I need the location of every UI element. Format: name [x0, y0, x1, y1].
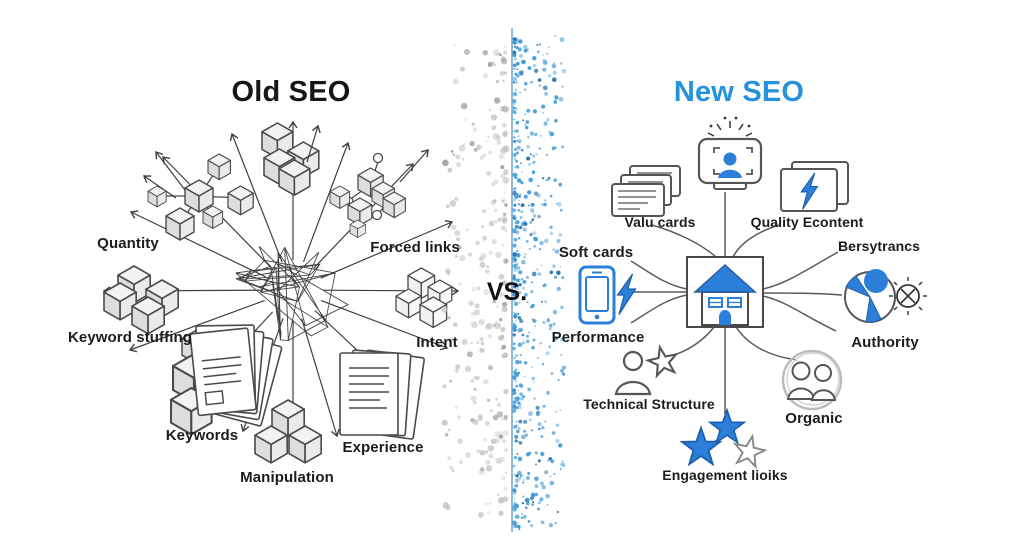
- phone-bolt-icon: [578, 265, 637, 325]
- old-seo-title: Old SEO: [231, 76, 351, 108]
- label-quality-econtent: Quality Econtent: [750, 214, 864, 230]
- label-bersytrancs: Bersytrancs: [837, 238, 921, 254]
- new-seo-art: [578, 116, 927, 469]
- cube-molecule-icon: [329, 149, 429, 238]
- house-icon: [686, 256, 764, 328]
- documents-stack-icon: [339, 349, 426, 441]
- blue-dots-pattern: [511, 35, 567, 531]
- label-soft-cards: Soft cards: [558, 244, 634, 261]
- pie-sun-icon: [844, 269, 927, 323]
- cards-stack-icon: [611, 165, 681, 217]
- screens-bolt-icon: [780, 161, 849, 212]
- old-seo-art: [102, 120, 460, 464]
- label-intent: Intent: [416, 334, 458, 351]
- user-screen-icon: [697, 116, 763, 190]
- label-valu-cards: Valu cards: [624, 214, 696, 230]
- divider-art: [441, 28, 567, 532]
- label-technical-structure: Technical Structure: [583, 396, 715, 412]
- cube-stack-icon: [261, 122, 321, 196]
- people-circle-icon: [781, 349, 843, 411]
- label-forced-links: Forced links: [370, 239, 460, 256]
- label-manipulation: Manipulation: [240, 469, 334, 486]
- tangle-network-icon: [235, 245, 349, 342]
- label-quantity: Quantity: [97, 235, 159, 252]
- person-star-icon: [614, 343, 681, 396]
- documents-fan-icon: [189, 324, 283, 428]
- label-keyword-stuffing: Keyword stuffing: [67, 329, 193, 346]
- new-seo-title: New SEO: [673, 76, 805, 108]
- label-experience: Experience: [342, 439, 424, 456]
- cube-cluster-icon: [103, 265, 180, 335]
- vs-label: VS.: [486, 278, 528, 306]
- label-keywords: Keywords: [165, 427, 239, 444]
- label-organic: Organic: [785, 410, 843, 427]
- cube-network-icon: [142, 150, 254, 241]
- label-authority: Authority: [851, 334, 919, 351]
- cube-pile-icon: [395, 267, 453, 329]
- gray-dots-pattern: [441, 43, 510, 518]
- stars-icon: [680, 409, 769, 469]
- label-performance: Performance: [551, 329, 645, 346]
- label-engagement-links: Engagement lioiks: [662, 467, 788, 483]
